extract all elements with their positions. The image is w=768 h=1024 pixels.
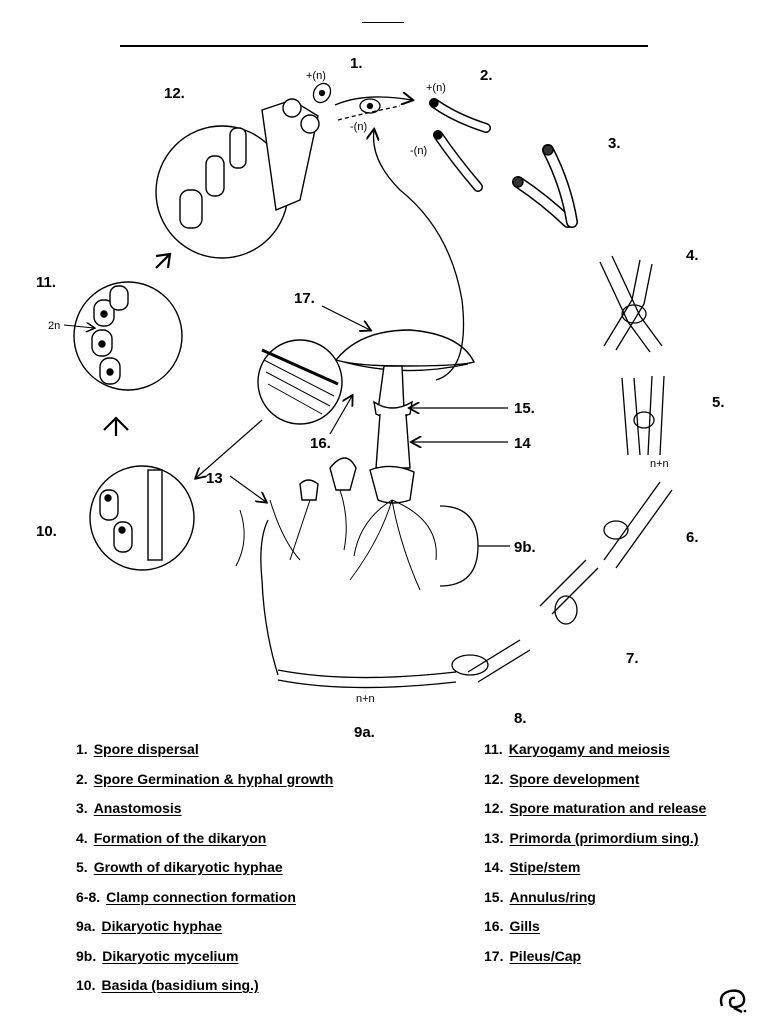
corner-logo-icon <box>719 989 747 1014</box>
mushroom-life-cycle-diagram: 1. 2. 3. 4. 5. 6. 7. 8. 9a. 9b. 10. 11. … <box>36 55 725 740</box>
two-n-leader <box>63 325 94 328</box>
stage-label-13: 13 <box>206 470 223 487</box>
n-plus-n-label-2: n+n <box>356 693 375 705</box>
leader-17 <box>321 305 370 330</box>
plus-n-label-1: +(n) <box>306 70 326 82</box>
spore-development-magnifier <box>155 98 320 259</box>
spore-dispersal-illustration <box>312 82 412 121</box>
legend-item: 15.Annulus/ring <box>484 888 596 905</box>
clamp-connection-illustration <box>451 481 673 683</box>
legend-item: 16.Gills <box>484 918 540 934</box>
arrow-11-to-12 <box>155 252 172 269</box>
stage-label-3: 3. <box>608 135 621 152</box>
legend-item: 11.Karyogamy and meiosis <box>484 741 670 757</box>
gills-to-basidia-arrow <box>196 419 263 478</box>
legend-item: 17.Pileus/Cap <box>484 947 582 964</box>
dikaryon-formation-illustration <box>599 255 663 353</box>
spore-release-path <box>374 130 465 381</box>
legend-item: 10.Basida (basidium sing.) <box>76 977 259 993</box>
stage-label-1: 1. <box>350 55 363 72</box>
legend: 1.Spore dispersal 2.Spore Germination & … <box>0 738 768 998</box>
top-short-rule <box>362 22 404 23</box>
stage-label-17: 17. <box>294 290 315 307</box>
legend-item: 12.Spore development <box>484 770 640 787</box>
stage-label-4: 4. <box>686 247 699 264</box>
stage-label-2: 2. <box>480 67 493 84</box>
leader-13 <box>229 475 266 502</box>
stage-label-8: 8. <box>514 710 527 727</box>
stage-label-10: 10. <box>36 523 57 540</box>
arrow-10-to-11 <box>103 416 129 436</box>
dikaryotic-hyphae-illustration <box>260 519 457 689</box>
legend-right-column: 11.Karyogamy and meiosis 12.Spore develo… <box>484 738 706 974</box>
legend-item: 1.Spore dispersal <box>76 741 199 757</box>
legend-item: 9a.Dikaryotic hyphae <box>76 918 223 934</box>
legend-item: 6-8.Clamp connection formation <box>76 888 296 905</box>
dikaryotic-hyphae-growth-illustration <box>621 375 665 456</box>
minus-n-label-2: -(n) <box>410 145 427 157</box>
legend-item: 9b.Dikaryotic mycelium <box>76 947 239 964</box>
stage-label-9a: 9a. <box>354 724 375 740</box>
legend-item: 13.Primorda (primordium sing.) <box>484 829 699 846</box>
anastomosis-illustration <box>512 144 578 228</box>
basidia-magnifier <box>89 465 195 571</box>
stage-label-16: 16. <box>310 435 331 452</box>
two-n-label: 2n <box>48 320 60 332</box>
legend-item: 2.Spore Germination & hyphal growth <box>76 770 334 787</box>
stage-label-7: 7. <box>626 650 639 667</box>
minus-n-label-1: -(n) <box>350 121 367 133</box>
karyogamy-magnifier <box>73 281 183 391</box>
stage-label-9b: 9b. <box>514 539 536 556</box>
plus-n-label-2: +(n) <box>426 82 446 94</box>
legend-item: 4.Formation of the dikaryon <box>76 829 267 846</box>
stage-label-6: 6. <box>686 529 699 546</box>
legend-item: 5.Growth of dikaryotic hyphae <box>76 859 283 875</box>
stage-label-5: 5. <box>712 394 725 411</box>
mycelium-bracket <box>439 505 479 587</box>
germinating-spores-illustration <box>429 98 491 192</box>
legend-item: 12.Spore maturation and release <box>484 800 707 816</box>
legend-item: 3.Anastomosis <box>76 800 182 816</box>
gills-magnifier <box>257 339 343 425</box>
leader-16 <box>329 396 352 435</box>
legend-item: 14.Stipe/stem <box>484 859 581 875</box>
n-plus-n-label-1: n+n <box>650 458 669 470</box>
stage-label-15: 15. <box>514 400 535 417</box>
stage-label-12: 12. <box>164 85 185 102</box>
legend-left-column: 1.Spore dispersal 2.Spore Germination & … <box>76 738 333 1004</box>
top-rule <box>120 45 648 47</box>
mycelium-roots-illustration <box>235 489 437 591</box>
stage-label-14: 14 <box>514 435 531 452</box>
stage-label-11: 11. <box>36 274 56 291</box>
